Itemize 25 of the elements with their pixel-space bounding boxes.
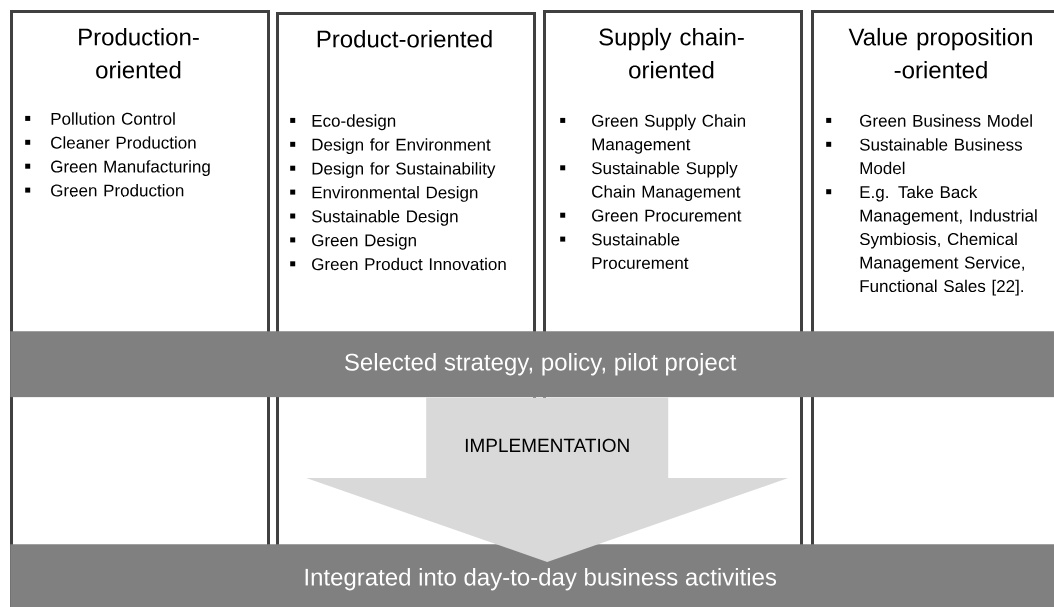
bullet-item: Green Production — [25, 184, 184, 197]
bullet-item: Green Business Model — [826, 114, 1032, 127]
block-arrow — [306, 397, 789, 562]
bullet-item: Design for Sustainability — [290, 162, 496, 178]
bullet-item: E.g. Take Back Management, Industrial Symbiosis, Chemical Management Service, Functional Sales [22]. — [826, 185, 1037, 296]
bullet-item: Sustainable Design — [290, 209, 458, 226]
column-heading: Product-oriented — [317, 29, 492, 48]
column-heading: Production-oriented — [79, 27, 199, 79]
banner: Selected strategy, policy, pilot project — [10, 331, 1054, 398]
bullet-item: Sustainable Business Model — [826, 138, 1023, 175]
bullet-item: Green Manufacturing — [25, 160, 210, 176]
bullet-item: Cleaner Production — [25, 136, 196, 149]
bullet-item: Green Procurement — [560, 209, 742, 222]
column-heading: Supply chain-oriented — [599, 27, 744, 79]
column-heading: Value proposition -oriented — [848, 27, 1032, 79]
bullet-item: Green Supply Chain Management — [560, 114, 746, 154]
bullet-item: Sustainable Procurement — [560, 233, 689, 269]
bullet-item: Sustainable Supply Chain Management — [560, 161, 741, 202]
bullet-item: Green Product Innovation — [290, 257, 506, 271]
bullet-item: Environmental Design — [290, 186, 478, 202]
bullet-item: Green Design — [290, 233, 416, 250]
bullet-item: Eco-design — [290, 114, 396, 131]
banner: Integrated into day-to-day business activities — [10, 544, 1054, 607]
bullet-item: Pollution Control — [25, 112, 175, 125]
bullet-item: Design for Environment — [290, 138, 491, 155]
